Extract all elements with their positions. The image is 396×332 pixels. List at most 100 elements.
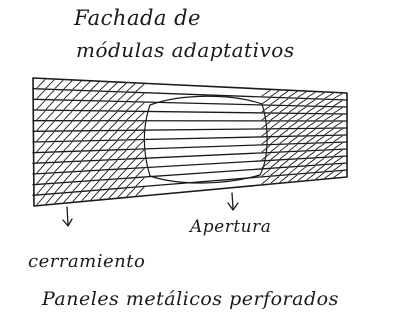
hatch-stroke: [135, 158, 145, 168]
module-band-line: [32, 98, 348, 108]
hatch-stroke: [279, 144, 289, 152]
hatch-stroke: [126, 187, 136, 197]
aperture-opening: [143, 95, 268, 184]
hatch-stroke: [126, 168, 136, 178]
hatch-stroke: [72, 171, 82, 182]
hatch-stroke: [306, 92, 316, 99]
hatch-stroke: [108, 121, 118, 130]
hatch-stroke: [270, 137, 280, 145]
hatch-stroke: [126, 111, 136, 121]
hatch-stroke: [117, 140, 127, 150]
sketch-title-line-2: módulas adaptativos: [76, 38, 295, 62]
hatch-stroke: [54, 121, 64, 131]
hatch-stroke: [72, 80, 82, 90]
hatch-stroke: [333, 114, 343, 121]
hatch-stroke: [288, 167, 298, 175]
hatch-stroke: [279, 121, 289, 129]
hatch-stroke: [288, 136, 298, 144]
hatch-stroke: [45, 110, 55, 121]
hatch-stroke: [90, 150, 100, 161]
hatch-stroke: [279, 90, 289, 98]
hatch-stroke: [90, 81, 100, 91]
hatch-stroke: [99, 131, 109, 140]
hatch-stroke: [81, 181, 91, 191]
hatch-stroke: [63, 111, 73, 121]
hatch-stroke: [306, 128, 316, 136]
hatch-stroke: [306, 121, 316, 128]
hatch-stroke: [63, 192, 73, 203]
apertura-arrow: [227, 192, 239, 211]
hatch-stroke: [315, 143, 325, 150]
hatch-stroke: [279, 106, 289, 113]
hatch-stroke: [126, 149, 136, 159]
hatch-stroke: [45, 142, 55, 152]
hatch-stroke: [54, 183, 64, 194]
hatch-stroke: [261, 176, 271, 185]
hatch-stroke: [279, 167, 289, 175]
hatch-stroke: [99, 150, 109, 160]
hatch-stroke: [333, 163, 343, 171]
hatch-stroke: [108, 150, 118, 160]
hatch-stroke: [126, 102, 136, 111]
hatch-stroke: [270, 152, 280, 160]
hatch-stroke: [333, 128, 343, 135]
hatch-stroke: [72, 192, 82, 202]
hatch-stroke: [306, 151, 316, 158]
hatch-stroke: [324, 92, 334, 99]
hatch-stroke: [279, 129, 289, 136]
hatch-stroke: [306, 173, 316, 181]
hatch-stroke: [126, 121, 136, 130]
hatch-stroke: [81, 191, 91, 201]
hatch-stroke: [315, 114, 325, 121]
hatch-stroke: [90, 141, 100, 151]
hatch-stroke: [45, 194, 55, 205]
hatch-stroke: [36, 173, 46, 184]
hatch-stroke: [261, 168, 271, 177]
hatch-stroke: [270, 144, 280, 152]
hatch-stroke: [333, 142, 343, 150]
hatch-stroke: [333, 149, 343, 157]
hatch-stroke: [288, 174, 298, 182]
hatch-stroke: [99, 170, 109, 180]
hatch-stroke: [306, 99, 316, 106]
hatch-stroke: [36, 110, 46, 121]
hatch-stroke: [297, 136, 307, 144]
hatch-stroke: [270, 113, 280, 121]
hatch-stroke: [63, 172, 73, 182]
hatch-stroke: [135, 102, 145, 111]
hatch-stroke: [126, 92, 136, 102]
hatch-stroke: [99, 101, 109, 111]
hatch-stroke: [324, 128, 334, 135]
hatch-stroke: [72, 161, 82, 172]
hatch-stroke: [54, 110, 64, 121]
hatch-stroke: [306, 143, 316, 151]
hatch-stroke: [288, 144, 298, 152]
hatch-stroke: [54, 79, 64, 89]
hatch-stroke: [324, 164, 334, 172]
hatch-stroke: [117, 150, 127, 159]
hatch-stroke: [72, 111, 82, 121]
hatch-stroke: [270, 90, 280, 97]
hatch-stroke: [36, 184, 46, 195]
closed-panel-hatching: [36, 79, 343, 206]
hatch-stroke: [288, 98, 298, 106]
hatch-stroke: [63, 121, 73, 131]
hatch-stroke: [36, 121, 46, 131]
module-band-line: [32, 109, 348, 115]
hatch-stroke: [306, 165, 316, 173]
hatch-stroke: [72, 141, 82, 151]
hatch-stroke: [324, 171, 334, 179]
hatch-stroke: [333, 135, 343, 142]
hatch-stroke: [63, 80, 73, 90]
hatch-stroke: [315, 172, 325, 180]
hatch-stroke: [108, 140, 118, 150]
hatch-stroke: [72, 101, 82, 110]
hatch-stroke: [90, 180, 100, 191]
hatch-stroke: [297, 114, 307, 121]
hatch-stroke: [261, 97, 271, 105]
sketch-title-line-1: Fachada de: [74, 6, 201, 30]
hatch-stroke: [54, 131, 64, 141]
hatch-stroke: [117, 178, 127, 188]
hatch-stroke: [81, 161, 91, 171]
hatch-stroke: [45, 173, 55, 184]
